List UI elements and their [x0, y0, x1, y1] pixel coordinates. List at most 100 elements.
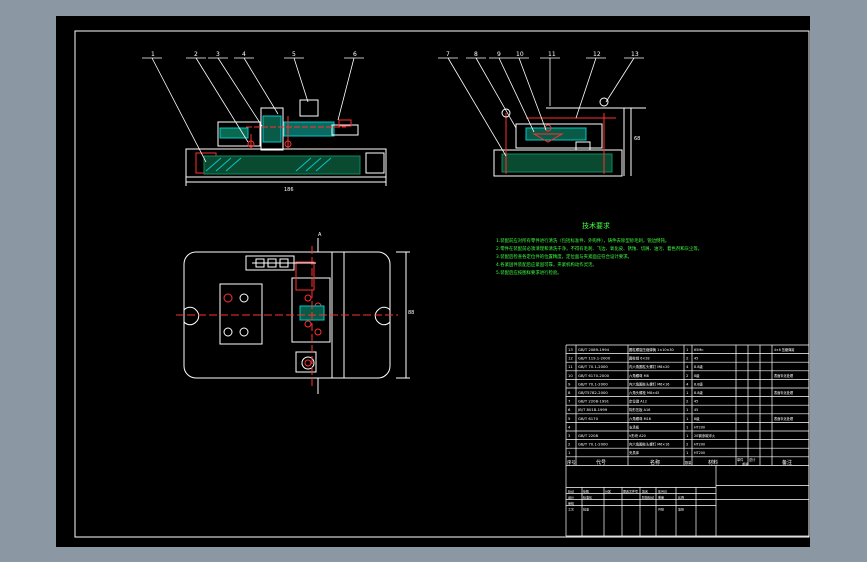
tech-line-3: 3.装配后检查各定位件的位置精度，定位面与夹紧面应符合设计要求。: [496, 253, 632, 260]
tech-line-2: 2.零件在装配前必须清理和清洗干净，不得有毛刺、飞边、氧化皮、锈蚀、切屑、油污、…: [496, 245, 702, 252]
title-block-label: 处数: [583, 488, 589, 493]
title-block-label: 分区: [605, 488, 611, 493]
tech-line-1: 1.装配前应对所有零件进行清洗（包括标准件、外购件），铸件去除型砂毛刺，锐边倒钝…: [496, 237, 669, 244]
tech-requirements-title: 技术要求: [582, 221, 610, 230]
title-block-label: 共张: [658, 506, 664, 511]
bom-row-code: GB/T 119.1-2000: [578, 356, 611, 361]
title-block-label: 第张: [678, 506, 684, 511]
bom-row-no: 13: [568, 347, 573, 352]
bom-row-qty: 1: [686, 347, 689, 352]
bom-row-code: GB/T 2208: [578, 433, 599, 438]
balloon-13: 13: [631, 51, 639, 58]
bom-row-no: 11: [568, 364, 573, 369]
bom-row-qty: 2: [686, 356, 689, 361]
bom-row-qty: 1: [686, 416, 689, 421]
bom-header-weight-single: 单件: [737, 457, 744, 462]
bom-header-name: 名称: [650, 459, 660, 466]
bom-row-name: 六角头螺栓 M8×45: [629, 390, 659, 395]
bom-row-no: 4: [568, 424, 571, 429]
bom-row-qty: 1: [686, 433, 689, 438]
title-block-label: 阶段标记: [642, 494, 654, 499]
bom-row-code: JB/T 8018-1999: [577, 407, 608, 412]
balloon-leaders-front: [142, 57, 364, 163]
title-block-label: 标记: [568, 488, 574, 493]
balloon-1: 1: [151, 51, 155, 58]
bom-header-material: 材料: [708, 459, 718, 466]
title-block-label: 比例: [678, 494, 684, 499]
title-block-label: 审核: [568, 500, 574, 505]
bom-row-material: 20钢渗碳淬火: [694, 433, 716, 438]
bom-row-no: 6: [568, 407, 571, 412]
front-view: [185, 99, 387, 186]
bom-row-name: 圆柱销 6×28: [629, 356, 650, 361]
bom-row-name: 钩形压板 A16: [629, 407, 650, 412]
balloon-11: 11: [548, 51, 556, 58]
bom-row-name: 圆柱螺旋压缩弹簧 1×10×30: [629, 347, 674, 352]
bom-header-code: 代号: [596, 459, 606, 466]
bom-row-name: 六角螺母 M8: [629, 373, 649, 378]
bom-row-no: 5: [568, 416, 571, 421]
bom-row-material: 8.8级: [694, 364, 703, 369]
bom-header-weight-total: 总计: [749, 457, 756, 462]
bom-row-qty: 1: [686, 450, 689, 455]
title-block-label: 标准化: [583, 494, 592, 499]
bom-row-qty: 1: [686, 390, 689, 395]
bom-row-material: 8级: [694, 416, 700, 421]
balloon-8: 8: [474, 51, 478, 58]
title-block-label: 批准: [583, 506, 589, 511]
balloon-leaders-side: [438, 57, 644, 157]
bom-row-qty: 1: [686, 407, 689, 412]
bom-row-code: GB/T5782-2000: [578, 390, 608, 395]
drawing-frame: [74, 30, 810, 538]
bom-row-no: 3: [568, 433, 571, 438]
drawing-sheet: 186 1 2 3 4 5 6: [56, 16, 810, 547]
bom-row-material: 8.8级: [694, 390, 703, 395]
bom-row-qty: 2: [686, 399, 689, 404]
bom-row-material: HT200: [694, 425, 705, 429]
dim-height: 68: [634, 136, 640, 142]
bom-row-material: HT200: [694, 443, 705, 447]
bom-row-material: 8.8级: [694, 381, 703, 386]
balloon-3: 3: [216, 51, 220, 58]
bom-row-name: 夹具体: [629, 450, 640, 455]
tech-line-4: 4.各紧固件装配后应紧固可靠，夹紧机构动作灵活。: [496, 261, 597, 268]
bom-row-material: 45: [694, 408, 698, 412]
bom-header-note: 备注: [782, 459, 792, 466]
bom-row-qty: 2: [686, 442, 689, 447]
bom-row-name: 六角螺母 M16: [629, 416, 651, 421]
bom-row-qty: 1: [686, 424, 689, 429]
title-block-label: 年月日: [658, 488, 667, 493]
bom-header-no: 序号: [567, 459, 576, 466]
bom-row-material: HT200: [694, 451, 705, 455]
tech-line-5: 5.装配后应按图样要求进行检验。: [496, 269, 562, 276]
bom-row-note: 表面氧化处理: [774, 373, 794, 378]
bom-row-material: 8级: [694, 373, 700, 378]
bom-row-no: 2: [568, 442, 571, 447]
bom-row-note: 表面氧化处理: [774, 390, 794, 395]
bom-row-no: 8: [568, 390, 571, 395]
bom-row-qty: 4: [686, 381, 689, 386]
bom-row-name: 支承板: [629, 424, 640, 429]
bom-row-code: GB/T 70.1-2000: [578, 381, 608, 386]
bom-row-name: 定位键 A12: [629, 399, 647, 404]
bom-row-name: 内六角圆柱头螺钉 M8×20: [629, 364, 669, 369]
dim-base-length: 186: [284, 187, 294, 193]
balloon-2: 2: [194, 51, 198, 58]
bom-row-material: 45: [694, 400, 698, 404]
bom-row-code: GB/T 6170-2000: [578, 373, 610, 378]
bom-row-code: GB/T 6170: [578, 416, 599, 421]
bom-row-no: 12: [568, 356, 573, 361]
title-block-label: 更改文件号: [623, 488, 638, 493]
bom-row-code: GB/T 2208-1991: [578, 399, 610, 404]
bom-row-no: 9: [568, 381, 571, 386]
balloon-10: 10: [516, 51, 524, 58]
top-view: [176, 238, 410, 394]
balloon-5: 5: [292, 51, 296, 58]
balloon-12: 12: [593, 51, 601, 58]
bom-header-weight: 重量: [742, 461, 749, 466]
bom-row-note: 4×6 压缩弹簧: [774, 347, 795, 352]
bom-row-code: GB/T 2089-1994: [578, 347, 610, 352]
tech-requirements: 技术要求 1.装配前应对所有零件进行清洗（包括标准件、外购件），铸件去除型砂毛刺…: [496, 221, 702, 276]
